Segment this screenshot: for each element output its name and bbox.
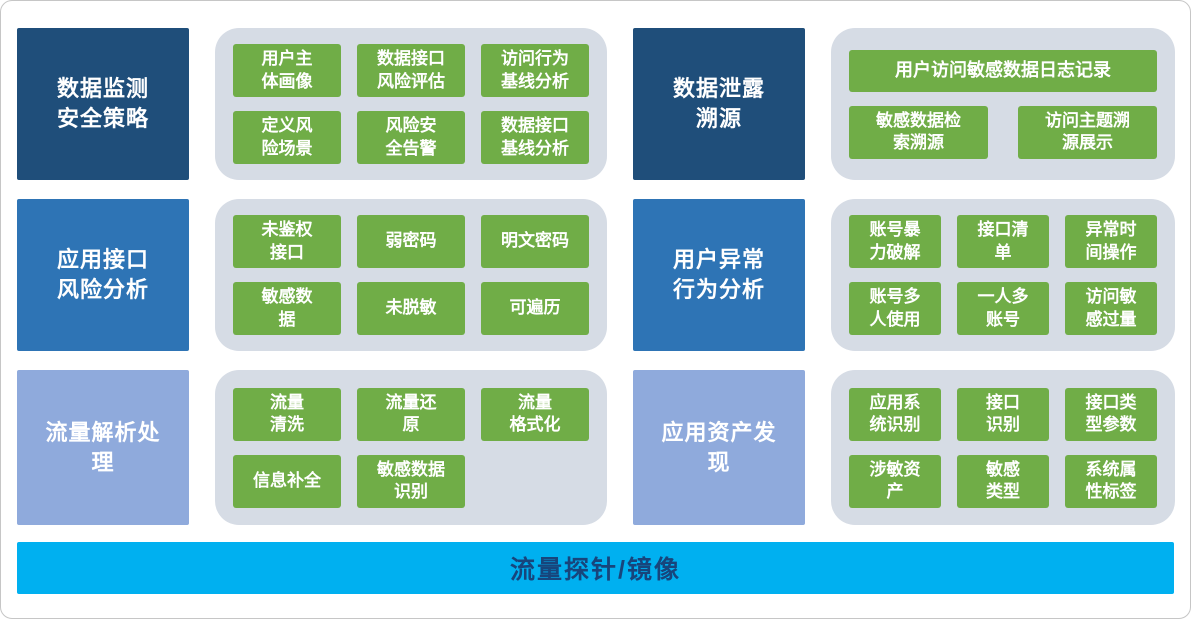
chip-api-type-parameters: 接口类 型参数 (1065, 387, 1157, 441)
block-title-user-abnormal-behavior: 用户异常 行为分析 (633, 199, 805, 351)
chip-api-inventory: 接口清 单 (957, 215, 1049, 268)
chip-excessive-sensitive-access: 访问敏 感过量 (1065, 282, 1157, 335)
chip-account-shared-by-many: 账号多 人使用 (849, 282, 941, 335)
block-title-app-asset-discovery: 应用资产发 现 (633, 370, 805, 525)
chip-sensitive-data-trace-search: 敏感数据检 索溯源 (849, 105, 988, 159)
chip-plaintext-password: 明文密码 (481, 215, 589, 268)
block-title-data-leak-tracing: 数据泄露 溯源 (633, 28, 805, 180)
chip-api-risk-assessment: 数据接口 风险评估 (357, 44, 465, 97)
chip-sensitive-data-recognition: 敏感数据 识别 (357, 454, 465, 508)
chip-group: 用户主 体画像 数据接口 风险评估 访问行为 基线分析 定义风 险场景 风险安 … (233, 44, 589, 164)
chip-unauthenticated-api: 未鉴权 接口 (233, 215, 341, 268)
chip-sensitive-access-log: 用户访问敏感数据日志记录 (849, 49, 1157, 92)
diagram-grid: 数据监测 安全策略 用户主 体画像 数据接口 风险评估 访问行为 基线分析 定义… (17, 28, 1175, 525)
chip-sensitive-type: 敏感 类型 (957, 454, 1049, 508)
chip-traffic-restoration: 流量还 原 (357, 387, 465, 441)
chip-group: 流量 清洗 流量还 原 流量 格式化 信息补全 敏感数据 识别 (233, 387, 589, 508)
panel-traffic-parsing: 流量 清洗 流量还 原 流量 格式化 信息补全 敏感数据 识别 (215, 370, 607, 525)
chip-system-attribute-tags: 系统属 性标签 (1065, 454, 1157, 508)
panel-api-risk-analysis: 未鉴权 接口 弱密码 明文密码 敏感数 据 未脱敏 可遍历 (215, 199, 607, 351)
panel-app-asset-discovery: 应用系 统识别 接口 识别 接口类 型参数 涉敏资 产 敏感 类型 系统属 性标… (831, 370, 1175, 525)
block-title-data-monitoring-policy: 数据监测 安全策略 (17, 28, 189, 180)
chip-not-desensitized: 未脱敏 (357, 282, 465, 335)
chip-access-topic-trace-display: 访问主题溯 源展示 (1018, 105, 1157, 159)
chip-app-system-identification: 应用系 统识别 (849, 387, 941, 441)
block-title-traffic-parsing: 流量解析处 理 (17, 370, 189, 525)
chip-define-risk-scenario: 定义风 险场景 (233, 111, 341, 164)
chip-risk-security-alert: 风险安 全告警 (357, 111, 465, 164)
chip-access-behavior-baseline: 访问行为 基线分析 (481, 44, 589, 97)
block-title-api-risk-analysis: 应用接口 风险分析 (17, 199, 189, 351)
panel-data-monitoring-policy: 用户主 体画像 数据接口 风险评估 访问行为 基线分析 定义风 险场景 风险安 … (215, 28, 607, 180)
chip-user-profile: 用户主 体画像 (233, 44, 341, 97)
chip-abnormal-time-operation: 异常时 间操作 (1065, 215, 1157, 268)
chip-info-completion: 信息补全 (233, 454, 341, 508)
chip-one-person-many-accounts: 一人多 账号 (957, 282, 1049, 335)
chip-account-brute-force: 账号暴 力破解 (849, 215, 941, 268)
chip-sensitive-data: 敏感数 据 (233, 282, 341, 335)
chip-sensitive-assets: 涉敏资 产 (849, 454, 941, 508)
chip-traffic-cleaning: 流量 清洗 (233, 387, 341, 441)
chip-weak-password: 弱密码 (357, 215, 465, 268)
panel-user-abnormal-behavior: 账号暴 力破解 接口清 单 异常时 间操作 账号多 人使用 一人多 账号 访问敏… (831, 199, 1175, 351)
chip-traversable: 可遍历 (481, 282, 589, 335)
panel-data-leak-tracing: 用户访问敏感数据日志记录 敏感数据检 索溯源 访问主题溯 源展示 (831, 28, 1175, 180)
chip-group: 未鉴权 接口 弱密码 明文密码 敏感数 据 未脱敏 可遍历 (233, 215, 589, 335)
chip-group: 用户访问敏感数据日志记录 敏感数据检 索溯源 访问主题溯 源展示 (849, 49, 1157, 159)
chip-group: 账号暴 力破解 接口清 单 异常时 间操作 账号多 人使用 一人多 账号 访问敏… (849, 215, 1157, 335)
traffic-probe-mirror-bar: 流量探针/镜像 (17, 542, 1174, 594)
chip-api-baseline-analysis: 数据接口 基线分析 (481, 111, 589, 164)
chip-traffic-formatting: 流量 格式化 (481, 387, 589, 441)
chip-api-identification: 接口 识别 (957, 387, 1049, 441)
chip-group: 应用系 统识别 接口 识别 接口类 型参数 涉敏资 产 敏感 类型 系统属 性标… (849, 387, 1157, 508)
